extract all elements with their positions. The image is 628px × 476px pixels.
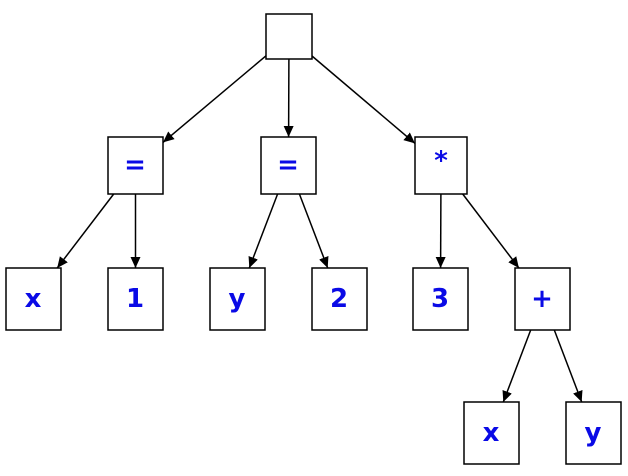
edge-plus-to-x xyxy=(502,329,532,403)
equals-node-2: = xyxy=(260,136,317,195)
equals-node-2-label: = xyxy=(277,150,299,180)
y-node-2-box xyxy=(565,401,622,465)
edge-mul-to-plus xyxy=(462,193,520,269)
three-node-box xyxy=(412,267,469,331)
edges xyxy=(56,55,583,403)
root-node-box xyxy=(265,13,313,60)
x-node-2: x xyxy=(463,401,520,465)
edge-eq1-to-x xyxy=(56,193,115,269)
one-node: 1 xyxy=(107,267,164,331)
two-node: 2 xyxy=(311,267,368,331)
root-node xyxy=(265,13,313,60)
plus-node-label: + xyxy=(531,284,553,314)
x-node-2-label: x xyxy=(483,418,500,448)
equals-node-1-box xyxy=(107,136,164,195)
edge-root-to-eq1 xyxy=(162,55,267,143)
nodes: = = * x 1 y 2 3 xyxy=(5,13,622,465)
x-node-2-box xyxy=(463,401,520,465)
y-node-1: y xyxy=(209,267,266,331)
multiply-node-box xyxy=(414,136,468,195)
x-node-1: x xyxy=(5,267,62,331)
one-node-label: 1 xyxy=(126,284,144,314)
x-node-1-box xyxy=(5,267,62,331)
two-node-box xyxy=(311,267,368,331)
edge-eq2-to-y xyxy=(248,193,279,269)
two-node-label: 2 xyxy=(330,284,348,314)
y-node-1-box xyxy=(209,267,266,331)
y-node-2: y xyxy=(565,401,622,465)
equals-node-1: = xyxy=(107,136,164,195)
plus-node-box xyxy=(514,267,571,331)
y-node-1-label: y xyxy=(229,284,246,314)
multiply-node: * xyxy=(414,136,468,195)
plus-node: + xyxy=(514,267,571,331)
multiply-node-label: * xyxy=(434,146,448,176)
edge-root-to-mul xyxy=(311,55,416,144)
one-node-box xyxy=(107,267,164,331)
three-node-label: 3 xyxy=(431,284,449,314)
equals-node-2-box xyxy=(260,136,317,195)
edge-eq2-to-2 xyxy=(298,193,329,269)
x-node-1-label: x xyxy=(25,284,42,314)
three-node: 3 xyxy=(412,267,469,331)
edge-plus-to-y xyxy=(553,329,583,403)
equals-node-1-label: = xyxy=(124,150,146,180)
y-node-2-label: y xyxy=(585,418,602,448)
